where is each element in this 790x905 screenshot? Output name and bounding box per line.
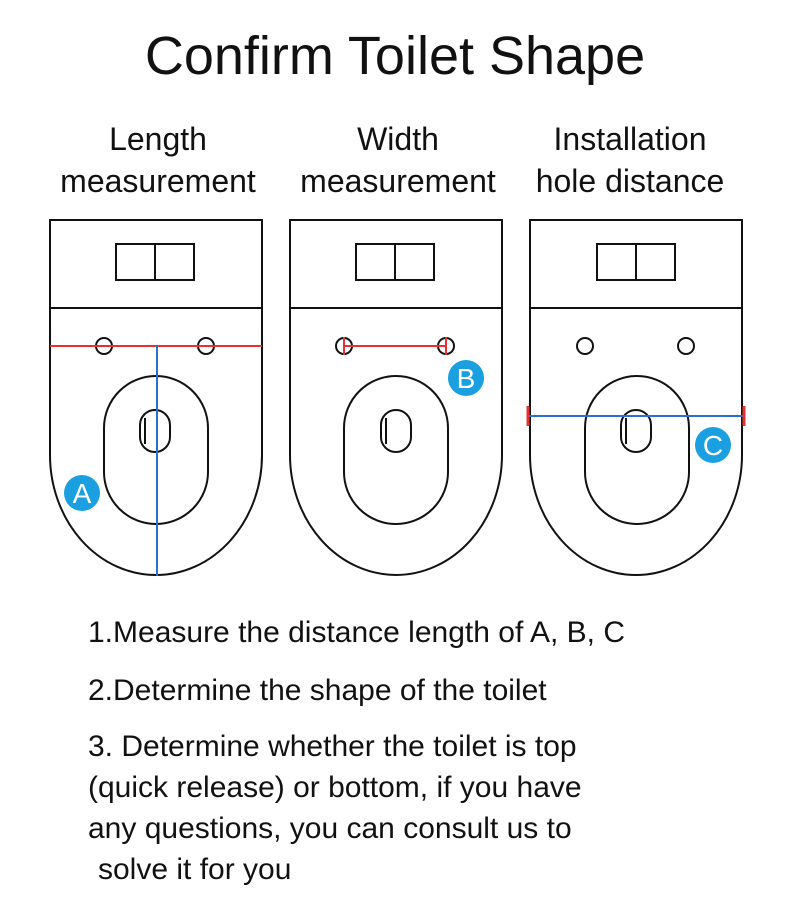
label-line-2: hole distance [535, 163, 725, 199]
label-width-measurement: Width measurement [278, 118, 518, 202]
page-title: Confirm Toilet Shape [144, 26, 646, 86]
step-3-line-2: (quick release) or bottom, if you have [88, 771, 582, 804]
step-3-line-3: any questions, you can consult us to [88, 812, 572, 845]
step-3-line-1: 3. Determine whether the toilet is top [88, 730, 577, 763]
badge-b-letter: B [457, 363, 476, 394]
step-3-line-4: solve it for you [98, 853, 292, 886]
badge-c-letter: C [703, 430, 723, 461]
step-1: 1.Measure the distance length of A, B, C [88, 616, 625, 649]
badge-b: B [448, 360, 484, 396]
label-line-1: Width [357, 121, 439, 157]
badge-a-letter: A [73, 478, 92, 509]
label-installation-hole-distance: Installation hole distance [510, 118, 750, 202]
toilet-b-outline [289, 219, 503, 576]
toilet-c-outline [529, 219, 743, 576]
badge-c: C [695, 427, 731, 463]
label-length-measurement: Length measurement [38, 118, 278, 202]
badge-a: A [64, 475, 100, 511]
step-2: 2.Determine the shape of the toilet [88, 674, 547, 707]
label-line-2: measurement [60, 163, 256, 199]
label-line-1: Installation [553, 121, 707, 157]
label-line-1: Length [109, 121, 207, 157]
label-line-2: measurement [300, 163, 496, 199]
step-3: 3. Determine whether the toilet is top (… [88, 726, 582, 890]
